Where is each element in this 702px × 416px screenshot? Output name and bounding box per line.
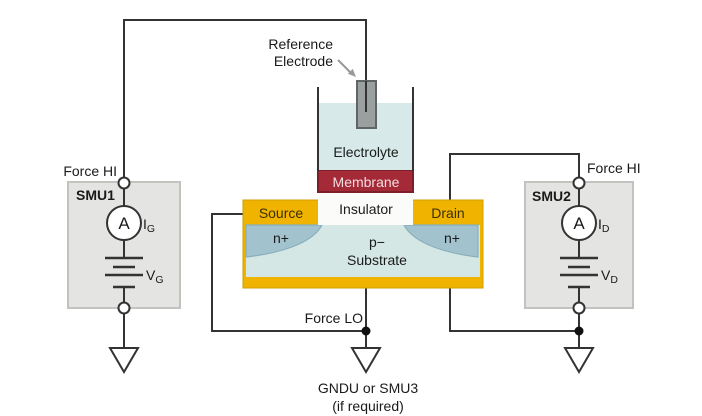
force-lo-label: Force LO bbox=[305, 310, 363, 326]
substrate-label-line1: p− bbox=[369, 234, 385, 250]
smu1-name-label: SMU1 bbox=[76, 187, 115, 203]
smu2-ammeter-letter: A bbox=[573, 214, 585, 233]
n-plus-region-left bbox=[245, 224, 324, 258]
gndu-label-line1: GNDU or SMU3 bbox=[318, 380, 419, 396]
smu2-voltage-label: VD bbox=[601, 267, 618, 286]
wire-backcontact-to-smu2-lo bbox=[449, 288, 579, 332]
smu1-voltage-label: VG bbox=[146, 267, 164, 286]
reference-electrode-arrow bbox=[337, 59, 351, 73]
reference-electrode-arrowhead bbox=[347, 68, 356, 77]
smu1-current-label: IG bbox=[143, 216, 155, 235]
wire-gate-force-hi bbox=[123, 19, 367, 183]
wire-drain-force-hi bbox=[449, 153, 580, 200]
insulator-label: Insulator bbox=[339, 201, 393, 217]
reference-electrode-label-line1: Reference bbox=[268, 36, 333, 52]
smu1-ammeter-icon bbox=[106, 205, 142, 241]
n-plus-region-right bbox=[402, 224, 479, 258]
force-hi-right-label: Force HI bbox=[587, 160, 641, 176]
source-label: Source bbox=[259, 205, 304, 221]
smu1-battery-icon bbox=[105, 256, 143, 289]
electrolyte-label: Electrolyte bbox=[333, 144, 399, 160]
insulator-region bbox=[318, 192, 413, 225]
ground-icon-center bbox=[350, 347, 382, 374]
smu1-ammeter-letter: A bbox=[118, 214, 130, 233]
smu2-force-hi-terminal bbox=[572, 176, 586, 190]
smu2-ammeter-icon bbox=[561, 205, 597, 241]
smu1-lo-terminal bbox=[117, 301, 131, 315]
smu1-force-hi-terminal bbox=[117, 176, 131, 190]
reference-electrode-label-line2: Electrode bbox=[274, 53, 333, 69]
force-hi-left-label: Force HI bbox=[63, 163, 117, 179]
substrate-label-line2: Substrate bbox=[347, 252, 407, 268]
gndu-label-line2: (if required) bbox=[332, 398, 404, 414]
smu2-battery-icon bbox=[560, 256, 598, 289]
drain-label: Drain bbox=[431, 205, 464, 221]
smu2-lo-terminal bbox=[572, 301, 586, 315]
smu2-lo-junction-dot bbox=[574, 326, 584, 336]
beaker-walls bbox=[317, 87, 414, 171]
ground-icon-left bbox=[108, 347, 140, 374]
smu2-current-label: ID bbox=[598, 216, 610, 235]
membrane-label: Membrane bbox=[333, 174, 400, 190]
wire-source-to-force-lo bbox=[211, 213, 366, 332]
n-plus-right-label: n+ bbox=[444, 230, 460, 246]
n-plus-left-label: n+ bbox=[273, 230, 289, 246]
force-lo-junction-dot bbox=[361, 326, 371, 336]
smu2-name-label: SMU2 bbox=[532, 188, 571, 204]
ground-icon-right bbox=[563, 347, 595, 374]
